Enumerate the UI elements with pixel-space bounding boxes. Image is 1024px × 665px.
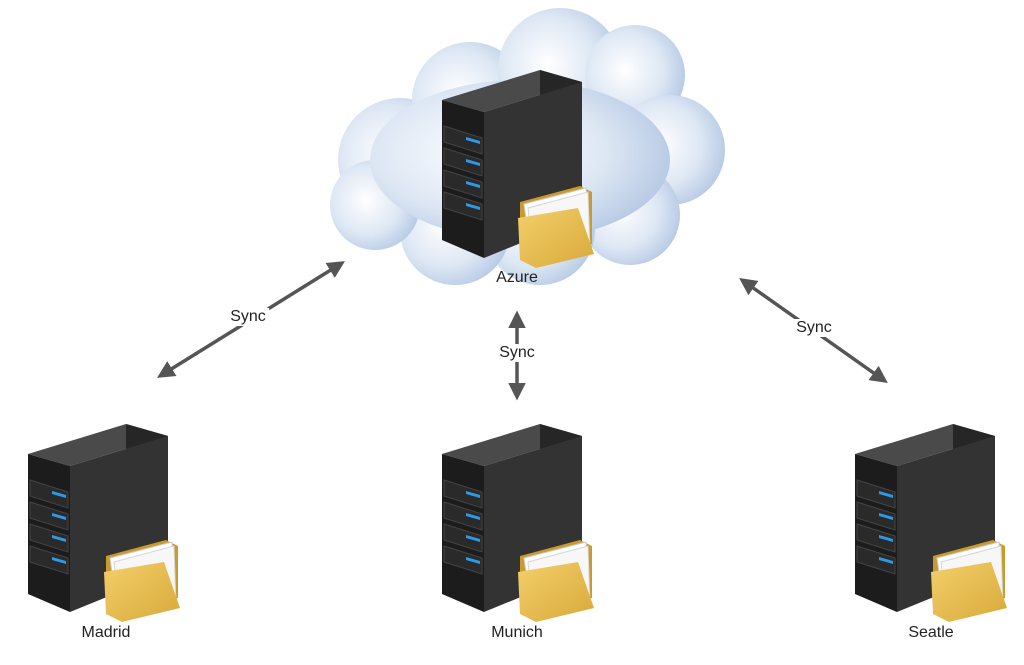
node-label-seatle: Seatle [908, 624, 954, 641]
node-label-madrid: Madrid [81, 624, 131, 641]
server-icon-madrid [27, 423, 181, 622]
edge-label-madrid: Sync [227, 308, 269, 326]
node-label-azure: Azure [496, 269, 538, 286]
server-icon-munich [441, 423, 595, 622]
server-icon-azure [441, 69, 595, 268]
edge-label-seatle: Sync [793, 319, 835, 337]
node-label-munich: Munich [491, 624, 543, 641]
server-icon-seatle [854, 423, 1008, 622]
edge-label-munich: Sync [496, 344, 538, 362]
